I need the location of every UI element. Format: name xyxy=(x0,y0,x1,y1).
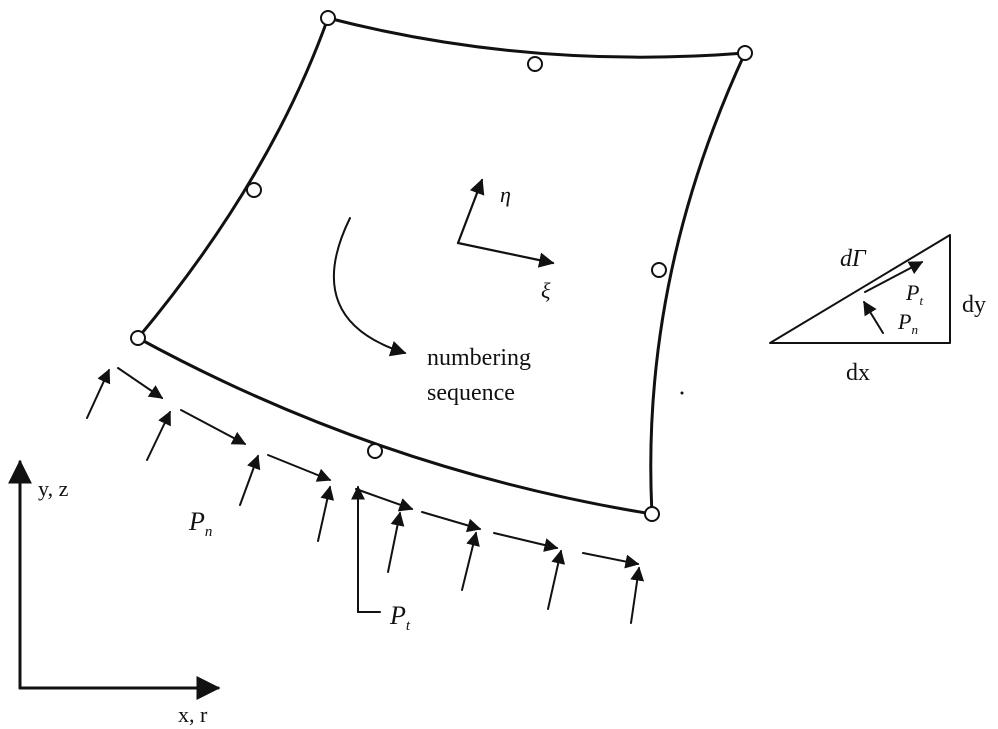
y-axis-label: y, z xyxy=(38,476,69,501)
node-mid-top xyxy=(527,56,543,72)
element-boundary xyxy=(136,16,747,516)
triangle-pn-label: Pn xyxy=(897,309,918,337)
triangle-pn-arrow xyxy=(863,300,884,334)
eta-axis-arrow xyxy=(456,178,485,245)
node-mid-left xyxy=(246,182,262,198)
node-corner-bottom-right xyxy=(644,506,660,522)
global-axes: y, z x, r xyxy=(7,459,221,727)
dy-label: dy xyxy=(962,292,986,318)
curved-sequence-arrow xyxy=(332,217,407,357)
pn-label: Pn xyxy=(188,507,212,540)
node-corner-bottom-left xyxy=(130,330,146,346)
sequence-label: sequence xyxy=(427,380,515,406)
node-corner-top-right xyxy=(737,45,753,61)
xi-label: ξ xyxy=(541,278,551,303)
pt-label: Pt xyxy=(389,601,411,634)
node-mid-right xyxy=(651,262,667,278)
x-axis-label: x, r xyxy=(178,702,208,727)
node-corner-top-left xyxy=(320,10,336,26)
dx-label: dx xyxy=(846,360,870,386)
dgamma-label: dΓ xyxy=(840,246,867,272)
numbering-label: numbering xyxy=(427,345,531,371)
local-axes: η ξ xyxy=(456,178,555,303)
tangential-load-arrows xyxy=(117,367,640,569)
boundary-triangle: dΓ Pt Pn dy dx xyxy=(769,234,986,386)
element-nodes xyxy=(130,10,753,522)
numbering-sequence: numbering sequence xyxy=(332,217,531,406)
triangle-pt-label: Pt xyxy=(905,280,923,308)
xi-axis-arrow xyxy=(456,241,555,268)
speck-mark xyxy=(680,391,684,395)
node-mid-bottom xyxy=(367,443,383,459)
pt-leader xyxy=(351,485,381,613)
triangle-pt-arrow xyxy=(864,261,924,293)
eta-label: η xyxy=(500,182,511,207)
normal-load-arrows xyxy=(86,368,645,624)
